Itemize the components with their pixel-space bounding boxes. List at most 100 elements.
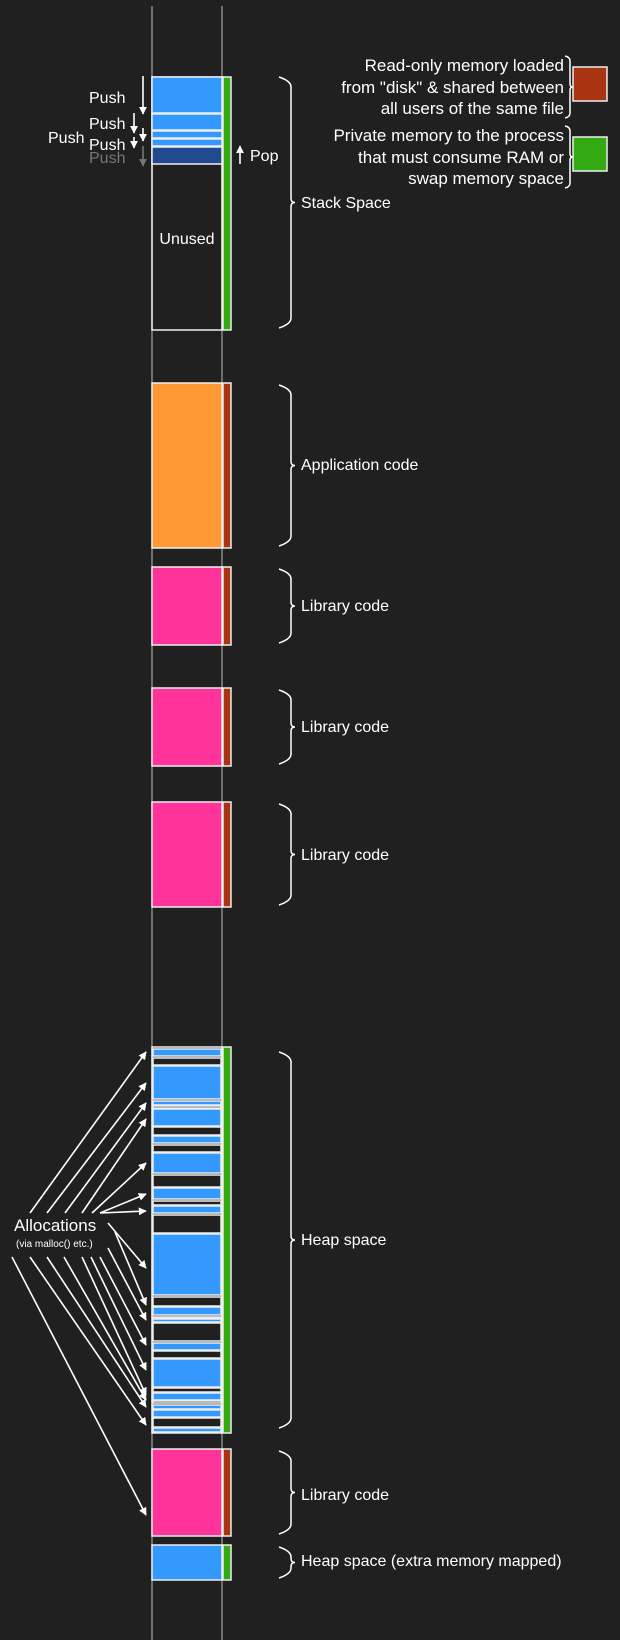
allocation-arrow (64, 1102, 147, 1214)
allocation-arrow (107, 1222, 147, 1269)
heap-free-gap (152, 1296, 222, 1307)
heap-private-bar (222, 1046, 232, 1434)
allocation-arrow (11, 1256, 147, 1516)
heap-allocation (152, 1205, 222, 1214)
library-code-block (151, 566, 223, 646)
stack-space-label: Stack Space (301, 195, 391, 212)
stack-frame (151, 138, 223, 147)
heap-free-gap (152, 1214, 222, 1234)
heap-allocation (152, 1358, 222, 1388)
heap-allocation (152, 1108, 222, 1127)
heap-free-gap (152, 1057, 222, 1066)
application-code-label: Application code (301, 457, 419, 474)
allocation-arrow (81, 1256, 147, 1396)
push-label-3: Push (48, 130, 84, 147)
library-code-label-1: Library code (301, 598, 389, 615)
heap-extra-brace (278, 1546, 296, 1579)
unused-label: Unused (159, 231, 214, 248)
heap-extra-block (151, 1544, 223, 1581)
heap-free-gap (152, 1105, 222, 1109)
push-label-1: Push (89, 90, 125, 107)
heap-free-gap (152, 1126, 222, 1136)
heap-free-gap (152, 1200, 222, 1206)
library-code-brace (278, 1450, 296, 1535)
heap-allocation (152, 1233, 222, 1296)
library-code-block (151, 687, 223, 767)
library-code-label-2: Library code (301, 719, 389, 736)
legend-readonly-swatch (572, 66, 608, 102)
application-code-block (151, 382, 223, 549)
push-label-5: Push (89, 150, 125, 167)
heap-allocation (152, 1409, 222, 1418)
allocation-arrow (63, 1256, 147, 1401)
heap-space-brace (278, 1051, 296, 1429)
legend-readonly-line-2: from "disk" & shared between (341, 78, 564, 97)
application-code-brace (278, 384, 296, 547)
readonly-bar (222, 687, 232, 767)
legend-readonly-line-3: all users of the same file (381, 99, 564, 118)
legend: Read-only memory loaded from "disk" & sh… (333, 55, 608, 189)
heap-free-gap (152, 1316, 222, 1319)
legend-private-line-1: Private memory to the process (333, 126, 564, 145)
heap-free-gap (152, 1174, 222, 1188)
heap-extra-private-bar (222, 1544, 232, 1581)
heap-allocation (152, 1048, 222, 1057)
allocation-arrow (99, 1193, 147, 1214)
push-label-4: Push (89, 137, 125, 154)
allocations-label: Allocations (14, 1216, 96, 1235)
legend-private-line-2: that must consume RAM or (358, 148, 564, 167)
heap-allocation (152, 1404, 222, 1410)
legend-readonly-brace (564, 55, 574, 119)
allocation-arrow (81, 1118, 147, 1214)
heap-allocation (152, 1100, 222, 1106)
allocation-arrow (29, 1256, 147, 1426)
heap-extra-label: Heap space (extra memory mapped) (301, 1553, 562, 1570)
allocation-arrow (107, 1247, 147, 1321)
heap-allocation (152, 1427, 222, 1433)
legend-private-line-3: swap memory space (408, 169, 564, 188)
heap-allocation (152, 1392, 222, 1401)
library-code-brace (278, 689, 296, 765)
stack-frame (151, 113, 223, 131)
push-label-2: Push (89, 116, 125, 133)
readonly-bar (222, 382, 232, 549)
heap-allocation (152, 1152, 222, 1174)
stack-space-brace (278, 76, 296, 329)
heap-free-gap (152, 1400, 222, 1404)
heap-allocation (152, 1318, 222, 1323)
heap-free-gap (152, 1417, 222, 1428)
library-code-brace (278, 803, 296, 906)
allocation-arrow (46, 1256, 147, 1408)
allocation-arrow (90, 1256, 147, 1371)
heap-allocation (152, 1135, 222, 1144)
library-code-brace (278, 568, 296, 644)
allocation-arrow (29, 1051, 147, 1214)
library-code-label-4: Library code (301, 1487, 389, 1504)
heap-free-gap (152, 1322, 222, 1342)
readonly-bar (222, 566, 232, 646)
allocation-arrow (99, 1256, 147, 1346)
library-code-block (151, 1448, 223, 1537)
legend-private-swatch (572, 136, 608, 172)
heap-free-gap (152, 1350, 222, 1359)
allocation-arrow (46, 1082, 147, 1214)
heap-free-gap (152, 1387, 222, 1393)
stack-frame (151, 130, 223, 139)
stack-private-bar (222, 76, 232, 331)
heap-space-label: Heap space (301, 1232, 386, 1249)
legend-readonly-line-1: Read-only memory loaded (365, 56, 564, 75)
stack-frame (151, 76, 223, 114)
readonly-bar (222, 801, 232, 908)
library-code-block (151, 801, 223, 908)
heap-allocation (152, 1065, 222, 1100)
legend-private-brace (564, 125, 574, 189)
heap-allocation (152, 1306, 222, 1316)
pop-label: Pop (250, 148, 279, 165)
allocation-arrow (91, 1162, 147, 1214)
heap-allocation (152, 1342, 222, 1351)
allocations-sublabel: (via malloc() etc.) (16, 1239, 93, 1250)
library-code-label-3: Library code (301, 847, 389, 864)
allocation-arrow (99, 1207, 147, 1216)
readonly-bar (222, 1448, 232, 1537)
